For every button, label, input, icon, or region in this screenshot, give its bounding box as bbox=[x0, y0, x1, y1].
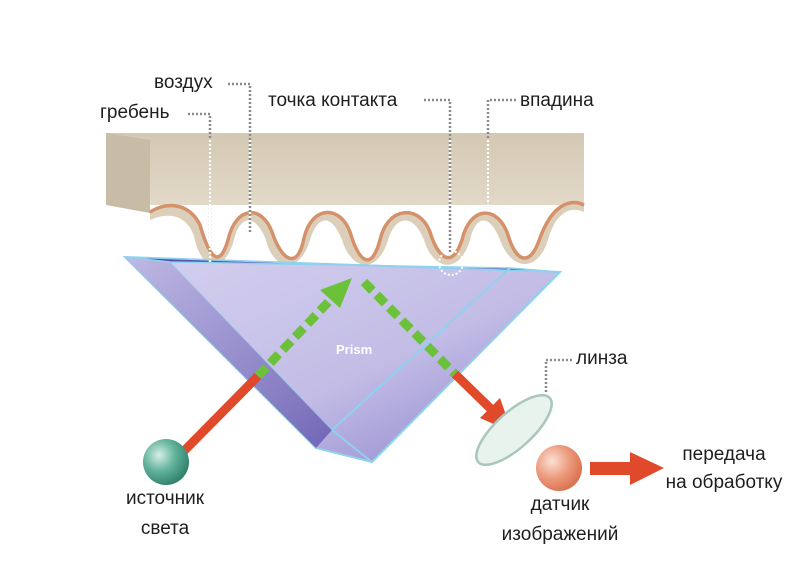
label-prism: Prism bbox=[336, 342, 373, 357]
label-image-sensor: датчик изображений bbox=[490, 494, 630, 546]
label-valley: впадина bbox=[520, 90, 594, 111]
arrow-right-icon bbox=[590, 452, 664, 485]
label-sensor-line2: изображений bbox=[501, 524, 619, 545]
lens-ellipse-icon bbox=[475, 393, 553, 467]
label-sensor-line1: датчик bbox=[530, 494, 590, 515]
label-transfer: передача на обработку bbox=[652, 444, 796, 494]
skin-surface bbox=[106, 133, 585, 265]
label-light-source-line2: света bbox=[140, 518, 190, 539]
image-sensor-sphere-icon bbox=[536, 445, 582, 491]
label-lens: линза bbox=[576, 348, 628, 369]
label-light-source: источник света bbox=[100, 488, 230, 540]
prism bbox=[122, 255, 563, 464]
label-ridge: гребень bbox=[100, 102, 170, 123]
label-contact-point: точка контакта bbox=[268, 90, 398, 111]
label-transfer-line1: передача bbox=[682, 444, 766, 465]
label-air: воздух bbox=[154, 72, 213, 93]
label-light-source-line1: источник bbox=[125, 488, 205, 509]
incident-light-beam bbox=[179, 278, 352, 456]
label-transfer-line2: на обработку bbox=[665, 472, 783, 493]
light-source-sphere-icon bbox=[143, 439, 189, 485]
